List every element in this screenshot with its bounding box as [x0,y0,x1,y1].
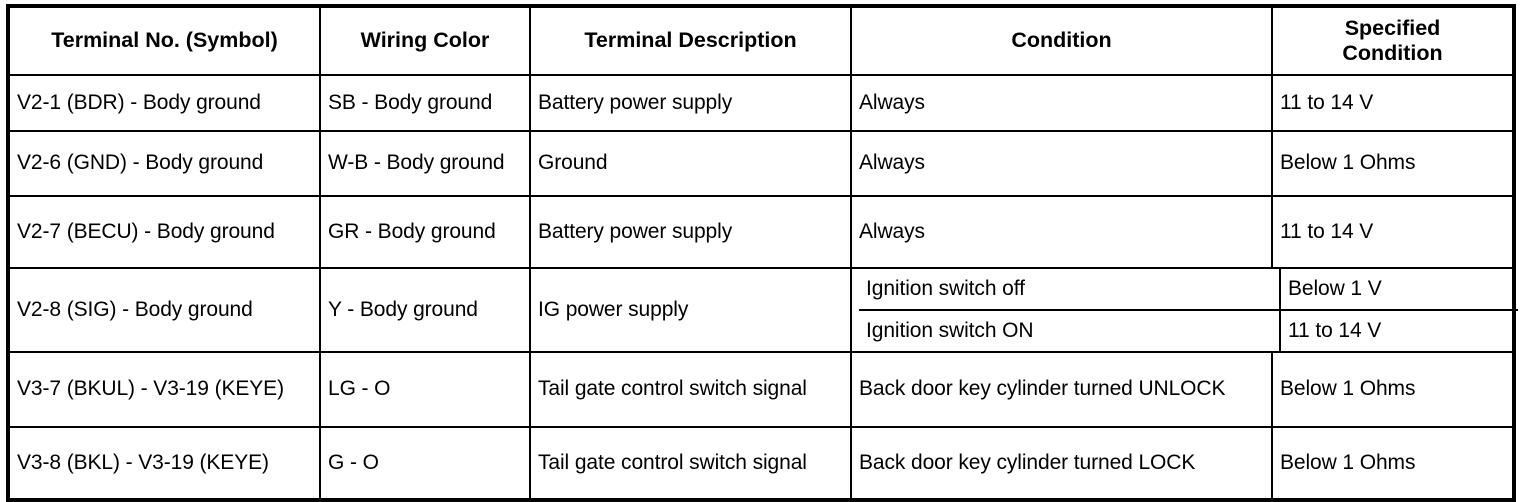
cell-terminal-description: Tail gate control switch signal [529,426,852,501]
terminal-specification-table: Terminal No. (Symbol) Wiring Color Termi… [6,4,1518,502]
column-header-condition: Condition [850,5,1273,76]
cell-terminal-no: V3-8 (BKL) - V3-19 (KEYE) [7,426,321,501]
cell-terminal-description: Battery power supply [529,74,852,132]
cell-wiring-color: LG - O [319,351,531,428]
cell-condition: Always [850,130,1273,197]
cell-specified-condition: Below 1 Ohms [1271,130,1515,197]
table-row: V2-1 (BDR) - Body ground SB - Body groun… [7,74,1515,132]
cell-terminal-description: Ground [529,130,852,197]
sub-condition-table: Ignition switch off Below 1 V Ignition s… [859,269,1518,351]
column-header-terminal-no: Terminal No. (Symbol) [7,5,321,76]
table-row: V3-8 (BKL) - V3-19 (KEYE) G - O Tail gat… [7,426,1515,501]
cell-condition: Back door key cylinder turned LOCK [850,426,1273,501]
cell-terminal-no: V2-7 (BECU) - Body ground [7,195,321,269]
cell-terminal-no: V2-1 (BDR) - Body ground [7,74,321,132]
cell-wiring-color: W-B - Body ground [319,130,531,197]
cell-terminal-description: Battery power supply [529,195,852,269]
cell-wiring-color: G - O [319,426,531,501]
cell-specified-condition: 11 to 14 V [1279,310,1518,351]
cell-condition: Ignition switch off [859,269,1280,311]
cell-condition: Back door key cylinder turned UNLOCK [850,351,1273,428]
column-header-wiring-color: Wiring Color [319,5,531,76]
terminal-specification-table-container: Terminal No. (Symbol) Wiring Color Termi… [6,4,1518,502]
cell-specified-condition: 11 to 14 V [1271,74,1515,132]
cell-wiring-color: GR - Body ground [319,195,531,269]
cell-wiring-color: SB - Body ground [319,74,531,132]
cell-terminal-no: V3-7 (BKUL) - V3-19 (KEYE) [7,351,321,428]
cell-condition: Ignition switch ON [866,318,1034,342]
table-row: V2-7 (BECU) - Body ground GR - Body grou… [7,195,1515,269]
table-header: Terminal No. (Symbol) Wiring Color Termi… [7,5,1515,76]
specified-condition-line-2: Condition [1342,41,1443,65]
cell-terminal-description: IG power supply [529,267,852,353]
column-header-specified-condition: Specified Condition [1271,5,1515,76]
cell-specified-condition: 11 to 14 V [1271,195,1515,269]
table-body: V2-1 (BDR) - Body ground SB - Body groun… [7,74,1518,501]
table-header-row: Terminal No. (Symbol) Wiring Color Termi… [7,5,1515,76]
cell-wiring-color: Y - Body ground [319,267,531,353]
cell-terminal-description: Tail gate control switch signal [529,351,852,428]
cell-terminal-no: V2-8 (SIG) - Body ground [7,267,321,353]
cell-specified-condition: Below 1 Ohms [1271,426,1515,501]
sub-condition-row: Ignition switch ON 11 to 14 V [859,310,1518,351]
table-row: V3-7 (BKUL) - V3-19 (KEYE) LG - O Tail g… [7,351,1515,428]
sub-condition-row: Ignition switch off Below 1 V [859,269,1518,311]
cell-terminal-no: V2-6 (GND) - Body ground [7,130,321,197]
cell-specified-condition: Below 1 Ohms [1271,351,1515,428]
cell-condition: Always [850,74,1273,132]
table-row: V2-8 (SIG) - Body ground Y - Body ground… [7,267,1518,353]
cell-condition-split-group: Ignition switch off Below 1 V Ignition s… [850,267,1518,353]
table-row: V2-6 (GND) - Body ground W-B - Body grou… [7,130,1515,197]
cell-condition: Always [850,195,1273,269]
specified-condition-line-1: Specified [1344,15,1441,40]
cell-specified-condition: Below 1 V [1279,269,1518,311]
column-header-terminal-description: Terminal Description [529,5,852,76]
